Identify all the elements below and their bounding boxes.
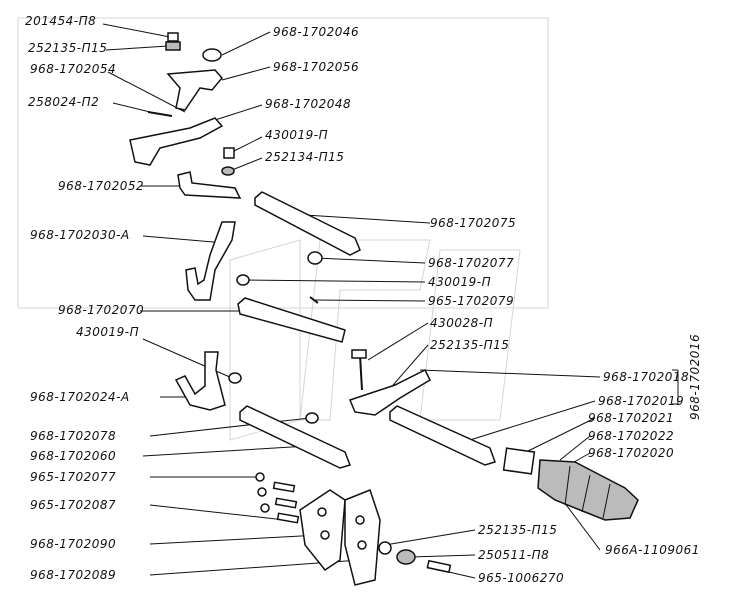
label-968-1702019: 968-1702019 — [598, 394, 685, 408]
label-968-1702018: 968-1702018 — [603, 370, 690, 384]
label-968-1702030-a: 968-1702030-А — [30, 228, 130, 242]
label-968-1702052: 968-1702052 — [58, 179, 145, 193]
label-968-1702054: 968-1702054 — [30, 62, 117, 76]
label-968-1702022: 968-1702022 — [588, 429, 675, 443]
label-430019-p-1: 430019-П — [265, 128, 329, 142]
label-430028-p: 430028-П — [430, 316, 494, 330]
label-968-1702021: 968-1702021 — [588, 411, 675, 425]
label-965-1702087: 965-1702087 — [30, 498, 117, 512]
label-968-1702046: 968-1702046 — [273, 25, 360, 39]
label-968-1702077: 968-1702077 — [428, 256, 515, 270]
label-968-1702078: 968-1702078 — [30, 429, 117, 443]
label-430019-p-2: 430019-П — [428, 275, 492, 289]
label-965-1006270: 965-1006270 — [478, 571, 565, 585]
label-201454-p8: 201454-П8 — [25, 14, 97, 28]
label-965-1702079: 965-1702079 — [428, 294, 515, 308]
label-252135-p15-mid: 252135-П15 — [430, 338, 510, 352]
label-966a-1109061: 966А-1109061 — [605, 543, 700, 557]
label-965-1702077: 965-1702077 — [30, 470, 117, 484]
label-968-1702075: 968-1702075 — [430, 216, 517, 230]
label-258024-p2: 258024-П2 — [28, 95, 100, 109]
label-968-1702089: 968-1702089 — [30, 568, 117, 582]
label-430019-p-3: 430019-П — [76, 325, 140, 339]
label-968-1702024-a: 968-1702024-А — [30, 390, 130, 404]
label-252134-p15: 252134-П15 — [265, 150, 345, 164]
label-968-1702056: 968-1702056 — [273, 60, 360, 74]
group-label-968-1702016: 968-1702016 — [688, 333, 702, 420]
label-252135-p15-bottom: 252135-П15 — [478, 523, 558, 537]
label-968-1702070: 968-1702070 — [58, 303, 145, 317]
label-968-1702020: 968-1702020 — [588, 446, 675, 460]
parts — [129, 32, 639, 586]
label-250511-p8: 250511-П8 — [478, 548, 550, 562]
label-968-1702090: 968-1702090 — [30, 537, 117, 551]
label-252135-p15-top: 252135-П15 — [28, 41, 108, 55]
label-968-1702048: 968-1702048 — [265, 97, 352, 111]
label-968-1702060: 968-1702060 — [30, 449, 117, 463]
